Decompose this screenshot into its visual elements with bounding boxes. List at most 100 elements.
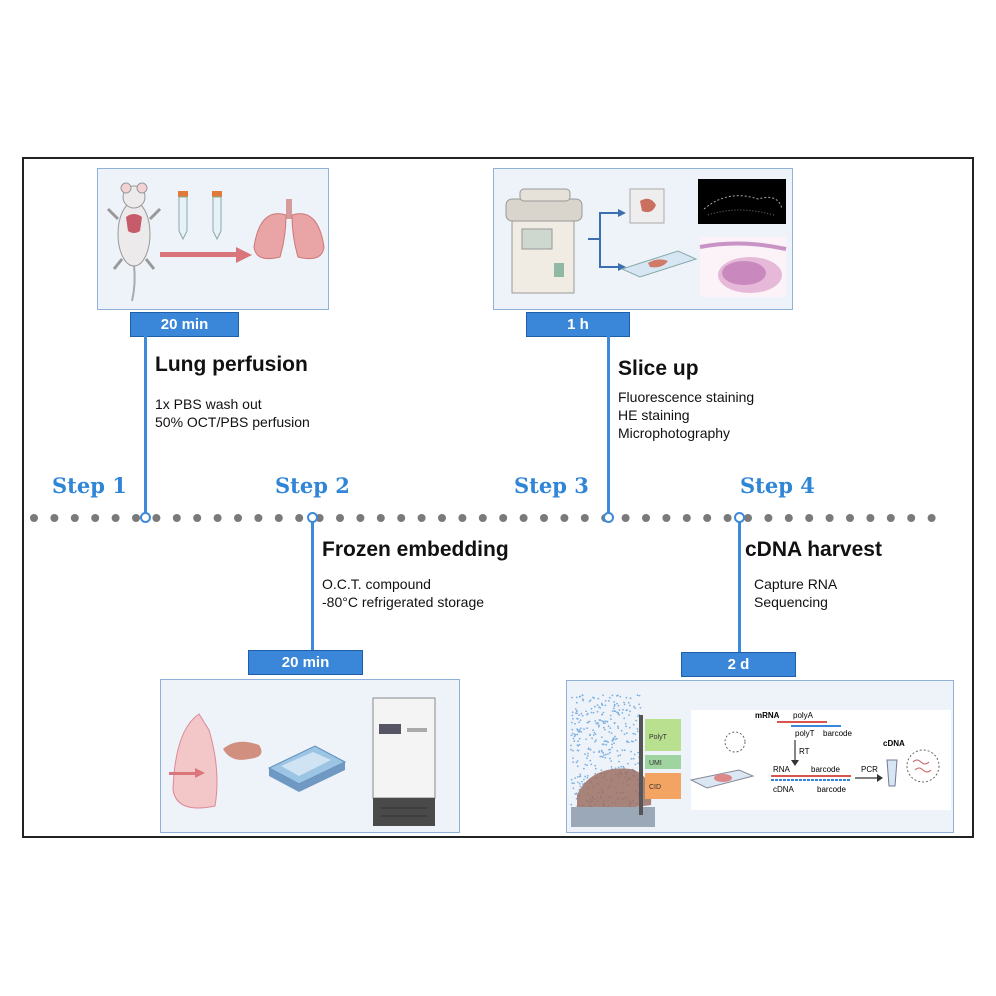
capture-spot <box>621 749 624 751</box>
capture-spot <box>576 749 579 752</box>
capture-spot <box>579 719 582 721</box>
timeline-dot <box>499 514 508 522</box>
cdna-harvest-panel: PolyT UMI CID mRNA polyA polyT barcode R… <box>566 680 954 833</box>
capture-spot <box>638 694 641 697</box>
capture-spot <box>572 757 574 759</box>
timeline-dot <box>886 514 895 522</box>
capture-spot <box>592 711 595 714</box>
capture-spot <box>609 757 611 760</box>
capture-spot <box>590 707 593 710</box>
capture-spot <box>627 762 629 765</box>
capture-spot <box>578 721 580 724</box>
lung-icon <box>253 199 325 260</box>
timeline-dot <box>295 514 304 522</box>
capture-spot <box>618 713 620 716</box>
timeline-dot <box>234 514 242 522</box>
capture-spot <box>613 703 616 706</box>
timeline-dot <box>50 514 59 522</box>
capture-spot <box>618 760 620 763</box>
capture-spot <box>599 719 602 722</box>
capture-spot <box>616 694 619 697</box>
capture-spot <box>581 694 584 697</box>
capture-spot <box>614 735 616 738</box>
capture-spot <box>602 752 605 754</box>
timeline-dot <box>91 514 100 522</box>
detail-line: HE staining <box>618 407 690 423</box>
rna-label: RNA <box>773 765 791 774</box>
timeline-dot <box>723 514 732 522</box>
capture-spot <box>579 785 582 788</box>
capture-spot <box>617 704 620 707</box>
capture-spot <box>630 740 633 743</box>
capture-spot <box>573 782 575 785</box>
capture-spot <box>593 731 596 734</box>
capture-spot <box>579 775 582 777</box>
capture-spot <box>633 705 635 708</box>
capture-spot <box>610 732 613 734</box>
capture-spot <box>589 748 592 751</box>
capture-spot <box>634 763 637 766</box>
capture-spot <box>629 710 631 713</box>
bead-umi-label: UMI <box>649 760 662 767</box>
timeline <box>30 514 936 522</box>
timeline-dot <box>927 514 936 522</box>
capture-spot <box>590 711 593 714</box>
capture-spot <box>594 772 597 775</box>
capture-spot <box>608 696 611 699</box>
capture-spot <box>571 732 574 735</box>
capture-spot <box>617 725 619 728</box>
capture-spot <box>605 740 608 743</box>
capture-spot <box>623 749 626 752</box>
detail-line: O.C.T. compound <box>322 576 431 592</box>
capture-spot <box>610 766 613 768</box>
frozen-embedding-panel <box>160 679 460 833</box>
timeline-dot <box>662 514 671 522</box>
timeline-dot <box>132 514 140 522</box>
capture-spot <box>619 695 622 698</box>
capture-spot <box>573 735 576 738</box>
time-badge: 20 min <box>248 650 363 675</box>
timeline-dot <box>193 514 202 522</box>
timeline-dot <box>846 514 854 522</box>
capture-spot <box>585 710 588 713</box>
capture-spot <box>616 702 618 705</box>
capture-spot <box>601 755 603 758</box>
timeline-dot <box>213 514 222 522</box>
capture-spot <box>617 766 620 769</box>
capture-spot <box>601 720 604 722</box>
capture-spot <box>629 697 632 700</box>
connector-line <box>311 522 314 650</box>
capture-spot <box>632 757 635 760</box>
capture-spot <box>578 743 581 746</box>
capture-spot <box>590 763 593 766</box>
capture-spot <box>586 777 589 779</box>
timeline-node <box>603 512 614 523</box>
time-label: 20 min <box>160 316 209 333</box>
capture-spot <box>604 722 606 724</box>
capture-spot <box>576 717 579 720</box>
capture-spot <box>623 701 625 704</box>
time-badge: 1 h <box>526 312 630 337</box>
embedding-mold-icon <box>267 745 347 792</box>
capture-spot <box>575 696 578 699</box>
capture-spot <box>574 722 576 725</box>
capture-spot <box>575 701 578 704</box>
mouse-illustration <box>106 182 162 302</box>
capture-spot <box>614 767 617 770</box>
capture-spot <box>634 707 636 709</box>
capture-spot <box>597 697 600 700</box>
capture-spot <box>589 759 592 762</box>
capture-spot <box>639 706 642 709</box>
capture-spot <box>638 703 640 706</box>
timeline-dot <box>254 514 263 522</box>
step-label: Step 2 <box>275 473 350 498</box>
capture-spot <box>634 739 637 742</box>
capture-spot <box>584 763 587 766</box>
capture-spot <box>572 749 574 752</box>
capture-spot <box>619 754 622 756</box>
step-label: Step 1 <box>52 473 127 498</box>
timeline-dot <box>478 514 487 522</box>
capture-spot <box>577 781 579 784</box>
step-details: 1x PBS wash out 50% OCT/PBS perfusion <box>155 395 310 431</box>
arrow-right-icon <box>160 247 252 263</box>
